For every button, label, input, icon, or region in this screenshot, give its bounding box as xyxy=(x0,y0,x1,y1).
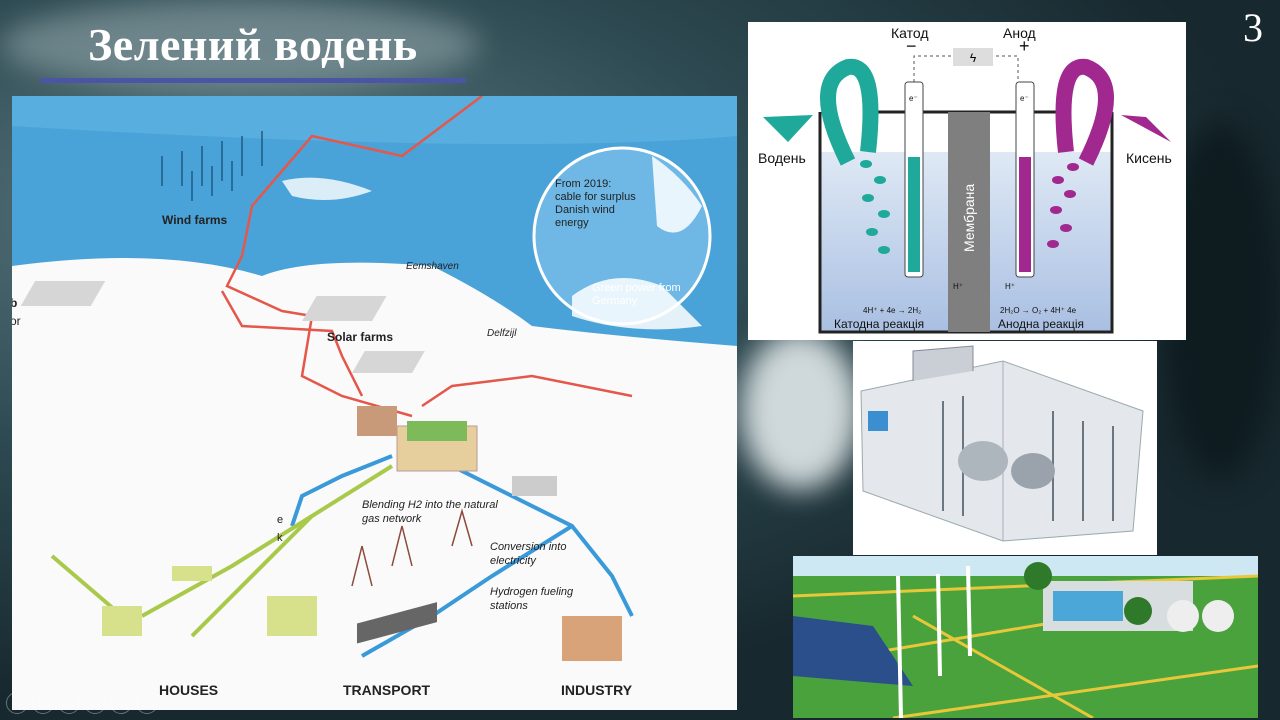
label-delfzijl: Delfzijl xyxy=(487,328,517,339)
slide-title: Зелений водень xyxy=(88,19,418,70)
anode-equation: 2H₂O → O₂ + 4H⁺ 4e xyxy=(1000,306,1077,315)
solar-panels xyxy=(20,281,425,373)
title-underline xyxy=(40,78,466,83)
label-conversion: Conversion into electricity xyxy=(490,541,567,567)
proton-label: H⁺ xyxy=(1005,282,1015,291)
slides-icon[interactable]: ▢ xyxy=(84,692,106,714)
substation xyxy=(357,406,397,436)
oxygen-arrow xyxy=(1055,58,1114,166)
container-graphic xyxy=(860,345,1144,542)
factory xyxy=(562,616,622,661)
label-blending: Blending H2 into the natural gas network xyxy=(362,499,498,525)
background-texture xyxy=(740,330,860,490)
anode-reaction-label: Анодна реакція xyxy=(998,317,1084,331)
label-green-power: Green power from Germany xyxy=(592,282,681,307)
anode-label: Анод xyxy=(1003,25,1036,41)
more-icon[interactable]: ⋯ xyxy=(136,692,158,714)
gas-network xyxy=(290,454,634,658)
electron-label: e⁻ xyxy=(1020,94,1029,103)
zoom-icon[interactable]: ⌕ xyxy=(110,692,132,714)
power-lines xyxy=(220,96,633,418)
apartment xyxy=(267,596,317,636)
label-cable-note: From 2019: cable for surplus Danish wind… xyxy=(555,178,636,229)
electron-label: e⁻ xyxy=(909,94,918,103)
wind-plant-graphic xyxy=(793,556,1258,718)
membrane-label: Мембрана xyxy=(961,183,977,252)
label-cut: k xyxy=(277,532,283,544)
label-wind-farms: Wind farms xyxy=(162,213,228,227)
electrolysis-graphic: ϟ xyxy=(763,48,1171,334)
background-texture xyxy=(0,0,480,90)
next-icon[interactable]: ▷ xyxy=(32,692,54,714)
slideshow-toolbar: ◁ ▷ ✎ ▢ ⌕ ⋯ xyxy=(6,692,158,714)
energy-infographic: Wind farms Eemshaven Solar farms Delfzij… xyxy=(12,96,737,710)
oxygen-bubbles xyxy=(1047,163,1079,248)
power-source-icon xyxy=(953,48,993,66)
pylons xyxy=(351,508,473,587)
category-transport: TRANSPORT xyxy=(343,682,431,698)
electrolyser-container-image xyxy=(853,341,1157,555)
label-solar-farms: Solar farms xyxy=(327,330,394,344)
hydrogen-bubbles xyxy=(860,160,890,254)
label-cut: or xyxy=(12,314,21,328)
electrolysis-diagram: ϟ Катод Анод − + Водень Кисень Мембрана … xyxy=(748,22,1186,340)
label-fueling: Hydrogen fueling stations xyxy=(490,586,574,612)
house xyxy=(102,606,142,636)
wind-turbines xyxy=(161,131,263,201)
membrane xyxy=(948,112,990,332)
cathode-equation: 4H⁺ + 4e → 2H₂ xyxy=(863,306,922,315)
proton-label: H⁺ xyxy=(953,282,963,291)
cathode-label: Катод xyxy=(891,25,929,41)
truck xyxy=(512,476,557,496)
svg-text:ϟ: ϟ xyxy=(970,51,977,65)
train xyxy=(357,602,437,644)
label-eemshaven: Eemshaven xyxy=(406,261,459,272)
pen-icon[interactable]: ✎ xyxy=(58,692,80,714)
cathode-reaction-label: Катодна реакція xyxy=(834,317,925,331)
hydrogen-arrow xyxy=(820,58,879,166)
wind-hydrogen-plant-image xyxy=(793,556,1258,718)
oxygen-label: Кисень xyxy=(1126,150,1172,166)
hydrogen-label: Водень xyxy=(758,150,806,166)
infographic-graphic xyxy=(12,96,737,661)
plus-sign: + xyxy=(1019,36,1030,56)
category-industry: INDUSTRY xyxy=(561,682,633,698)
slide-number: 3 xyxy=(1243,5,1263,50)
minus-sign: − xyxy=(906,36,917,56)
prev-icon[interactable]: ◁ xyxy=(6,692,28,714)
label-cut: e xyxy=(277,514,284,526)
category-houses: HOUSES xyxy=(159,682,219,698)
label-cut: b xyxy=(12,296,18,310)
